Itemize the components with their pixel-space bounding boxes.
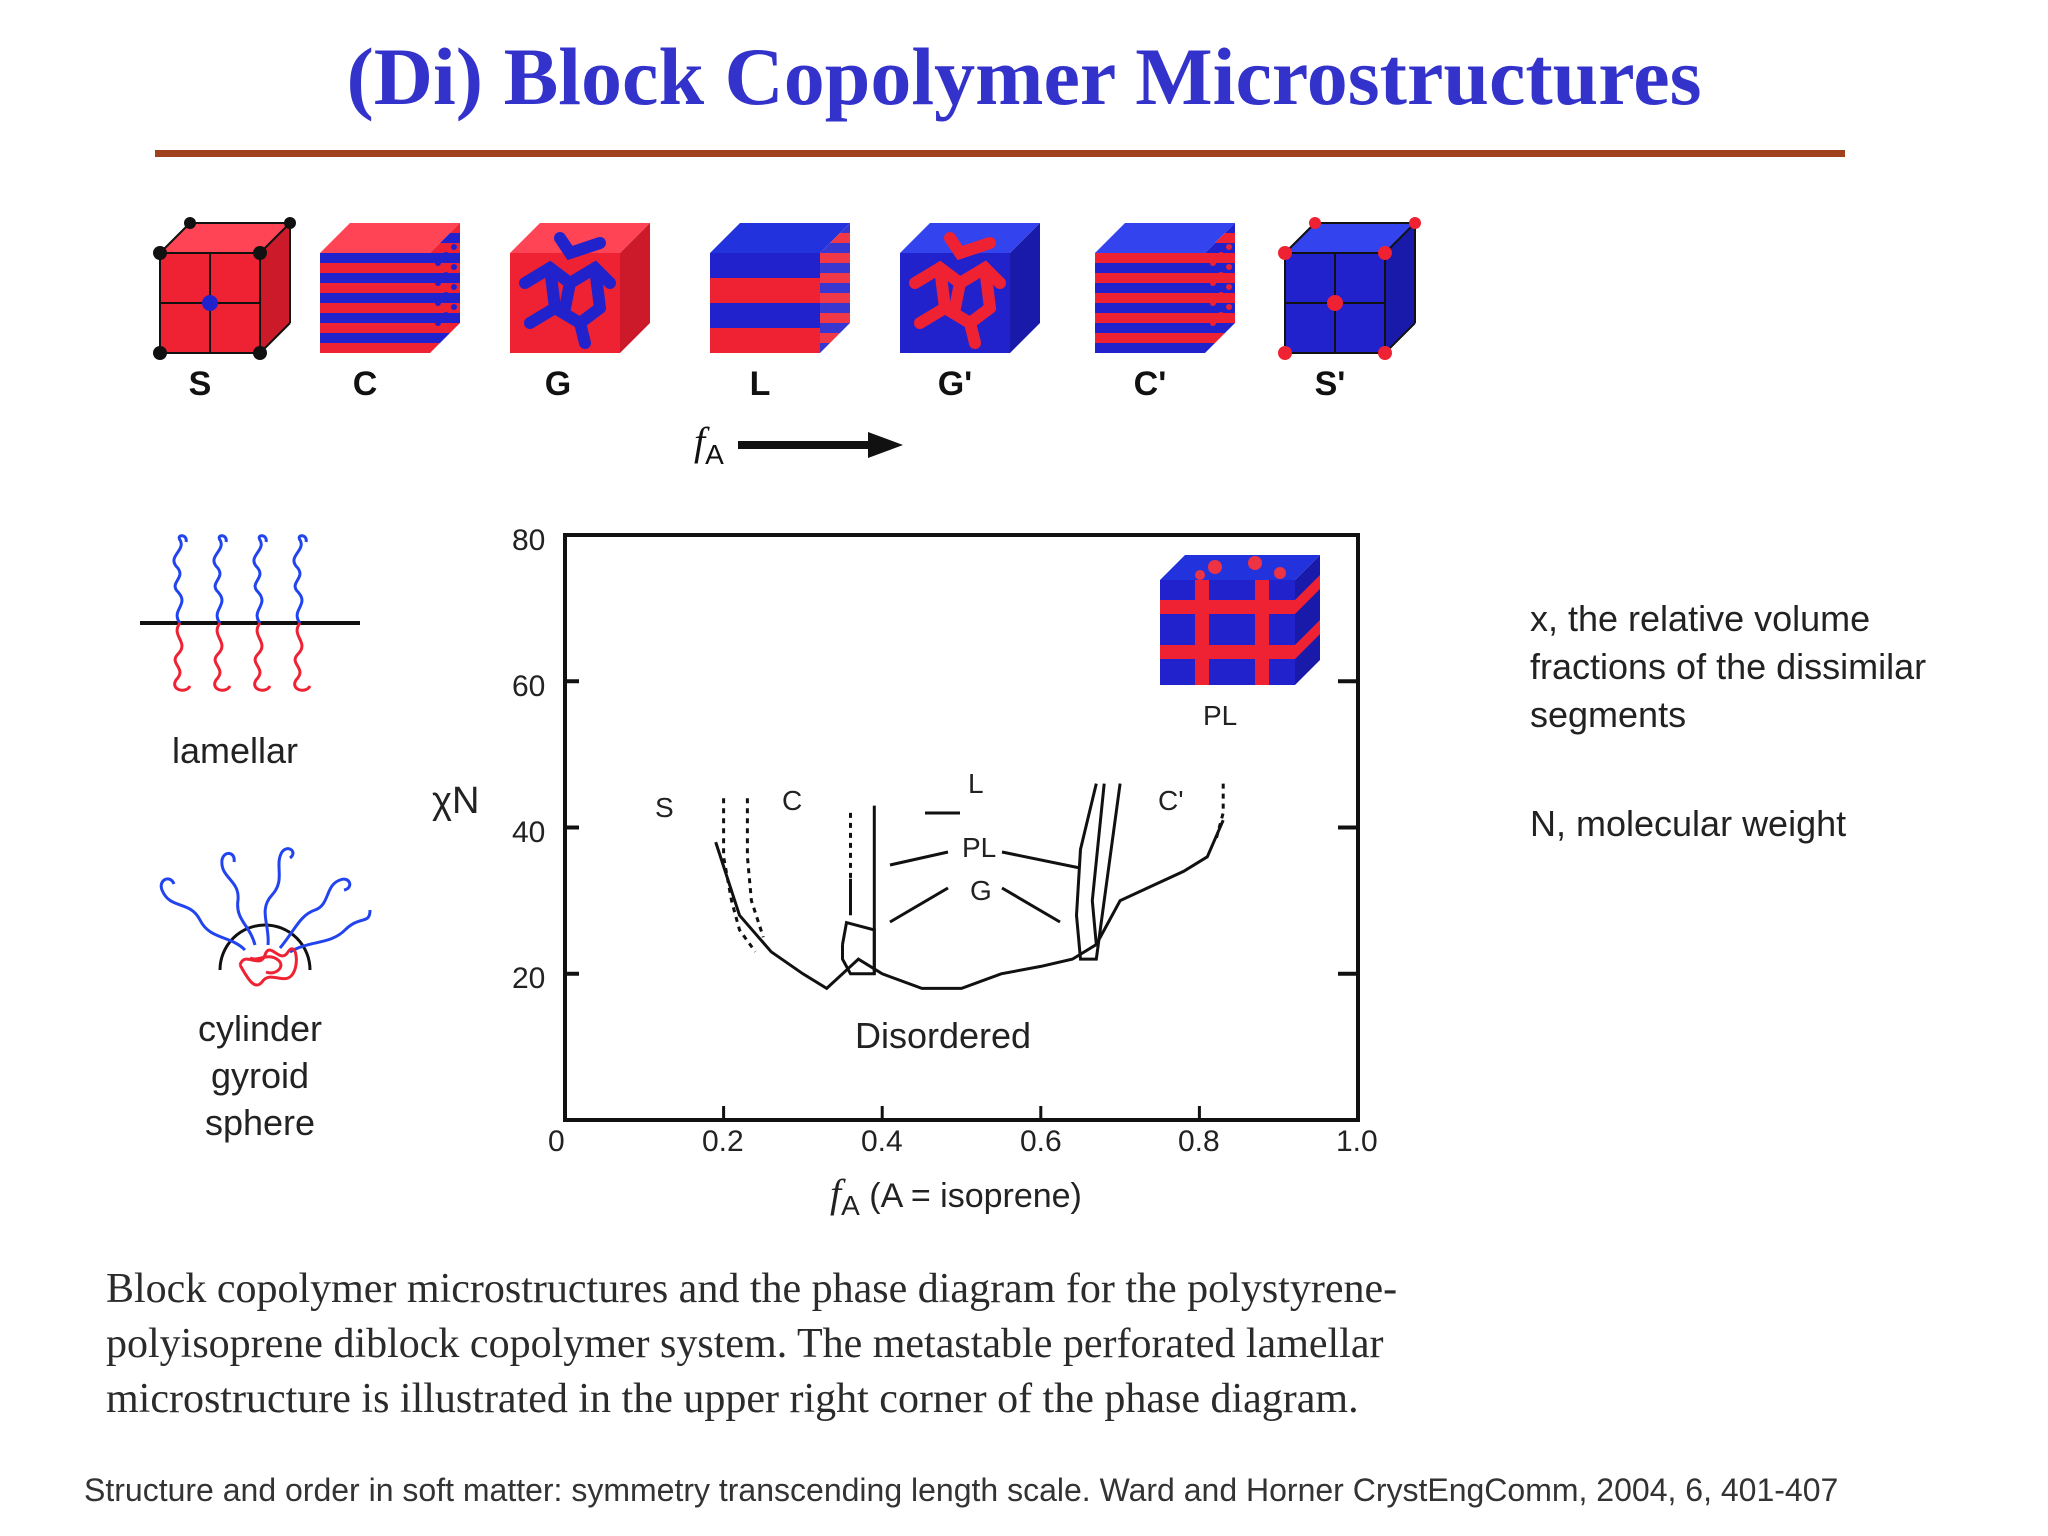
x-tick-0.8: 0.8 [1178, 1125, 1220, 1158]
y-tick-80: 80 [512, 524, 546, 557]
sphere-label: sphere [204, 1102, 316, 1143]
pointer-g-right [1001, 886, 1061, 924]
boundary-s-c-left [722, 798, 757, 953]
reference-citation: Structure and order in soft matter: symm… [84, 1472, 1839, 1508]
cube-c-prime [1095, 223, 1235, 353]
cube-label-g: G [544, 365, 572, 403]
boundary-l-pl [1090, 783, 1106, 945]
cube-g [510, 223, 650, 353]
cube-s [153, 217, 296, 360]
pointer-pl-right [1001, 850, 1081, 870]
boundary-s-c-right [745, 798, 765, 938]
y-tick-60: 60 [512, 670, 546, 703]
cube-label-s: S [188, 365, 212, 403]
cylinder-label: cylinder [197, 1008, 323, 1049]
y-tick-20: 20 [512, 962, 546, 995]
cube-g-prime [900, 223, 1040, 353]
cube-c [320, 223, 460, 353]
cube-l [710, 223, 850, 353]
cube-label-c-prime: C' [1133, 365, 1167, 403]
fa-arrow-label: fA [694, 419, 724, 470]
cube-label-l: L [749, 365, 771, 403]
cube-label-c: C [352, 365, 378, 403]
region-label-c-prime: C' [1158, 785, 1184, 816]
inset-pl-label: PL [1203, 700, 1238, 731]
cube-s-prime [1278, 217, 1421, 360]
fa-arrow-icon [738, 432, 903, 458]
lamellar-chains-illustration [140, 534, 360, 692]
note-volume-fraction: x, the relative volume fractions of the … [1530, 598, 1927, 735]
order-disorder-boundary [714, 819, 1225, 991]
title-divider [155, 150, 1845, 157]
x-tick-0.6: 0.6 [1020, 1125, 1062, 1158]
curved-labels: cylinder gyroid sphere [150, 1005, 370, 1146]
boundary-c-prime-s-prime [1213, 783, 1225, 843]
boundary-l-c-prime [1074, 783, 1122, 961]
page-title: (Di) Block Copolymer Microstructures [346, 31, 1702, 122]
pointer-g-left [889, 886, 949, 924]
cube-label-s-prime: S' [1314, 365, 1346, 403]
x-tick-0: 0 [548, 1125, 565, 1158]
region-label-c: C [782, 785, 803, 816]
region-label-l: L [968, 768, 984, 799]
x-tick-1.0: 1.0 [1336, 1125, 1378, 1158]
gyroid-label: gyroid [210, 1055, 310, 1096]
phase-diagram [563, 533, 1360, 1122]
cube-label-g-prime: G' [937, 365, 973, 403]
y-tick-40: 40 [512, 816, 546, 849]
region-label-disordered: Disordered [855, 1015, 1032, 1056]
region-label-g: G [970, 875, 992, 906]
lamellar-label: lamellar [172, 730, 299, 771]
figure-caption: Block copolymer microstructures and the … [106, 1266, 1398, 1422]
y-axis-label: χN [432, 780, 480, 822]
x-tick-0.2: 0.2 [702, 1125, 744, 1158]
gyroid-pocket-left [841, 920, 876, 976]
region-label-pl: PL [962, 832, 997, 863]
curved-chains-illustration [159, 847, 372, 987]
region-label-s: S [655, 792, 674, 823]
pl-inset-cube [1160, 555, 1320, 685]
x-axis-label: fA (A = isoprene) [830, 1171, 1082, 1221]
pointer-pl-left [889, 850, 949, 867]
microstructure-cubes [153, 217, 1421, 360]
note-molecular-weight: N, molecular weight [1530, 803, 1847, 844]
x-tick-0.4: 0.4 [861, 1125, 903, 1158]
